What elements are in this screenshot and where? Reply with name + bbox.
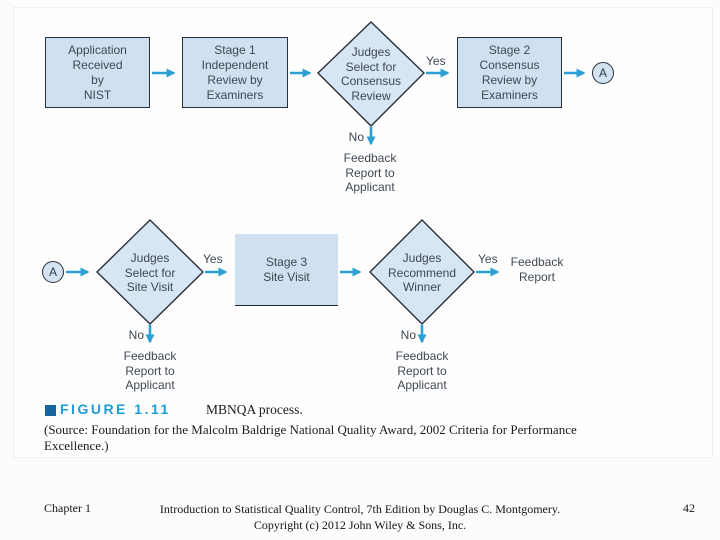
process-box-stage1: Stage 1 Independent Review by Examiners [182,37,288,108]
branch-yes-consensus: Yes [426,54,446,68]
branch-no-site: No [128,328,144,342]
output-feedback-report: Feedback Report [510,255,564,284]
footer-credit: Introduction to Statistical Quality Cont… [0,501,720,533]
connector-a-top-label: A [598,66,607,80]
process-box-application-label: Application Received by NIST [68,42,127,102]
branch-yes-winner: Yes [478,252,498,266]
decision-winner-label: Judges Recommend Winner [387,251,457,294]
footer-credit-line1: Introduction to Statistical Quality Cont… [159,502,561,516]
figure-marker-icon [45,405,56,416]
connector-a-bottom-label: A [48,265,57,279]
output-feedback-consensus: Feedback Report to Applicant [343,151,397,194]
figure-source: (Source: Foundation for the Malcolm Bald… [44,422,577,453]
connector-a-top: A [592,62,614,84]
branch-yes-site: Yes [203,252,223,266]
decision-site-visit-label: Judges Select for Site Visit [124,251,176,294]
footer-credit-line2: Copyright (c) 2012 John Wiley & Sons, In… [253,518,467,532]
decision-site-visit-shape [96,219,204,325]
branch-no-consensus: No [348,130,364,144]
decision-winner-shape [369,219,475,325]
process-box-stage1-label: Stage 1 Independent Review by Examiners [201,42,269,102]
output-feedback-winner: Feedback Report to Applicant [395,349,449,392]
decision-consensus-shape [317,21,425,127]
process-box-stage2-label: Stage 2 Consensus Review by Examiners [479,42,540,102]
footer-chapter: Chapter 1 [44,501,91,515]
process-box-stage2: Stage 2 Consensus Review by Examiners [457,37,562,108]
flowchart-canvas [66,21,586,344]
footer-page-number: 42 [683,501,695,515]
figure-title: MBNQA process. [206,402,303,417]
process-box-stage3: Stage 3 Site Visit [235,234,338,306]
process-box-stage3-label: Stage 3 Site Visit [263,254,310,284]
decision-consensus-label: Judges Select for Consensus Review [340,45,402,103]
output-feedback-site: Feedback Report to Applicant [123,349,177,392]
figure-number: FIGURE 1.11 [60,401,171,417]
connector-a-bottom: A [42,261,64,283]
process-box-application: Application Received by NIST [45,37,150,108]
branch-no-winner: No [400,328,416,342]
